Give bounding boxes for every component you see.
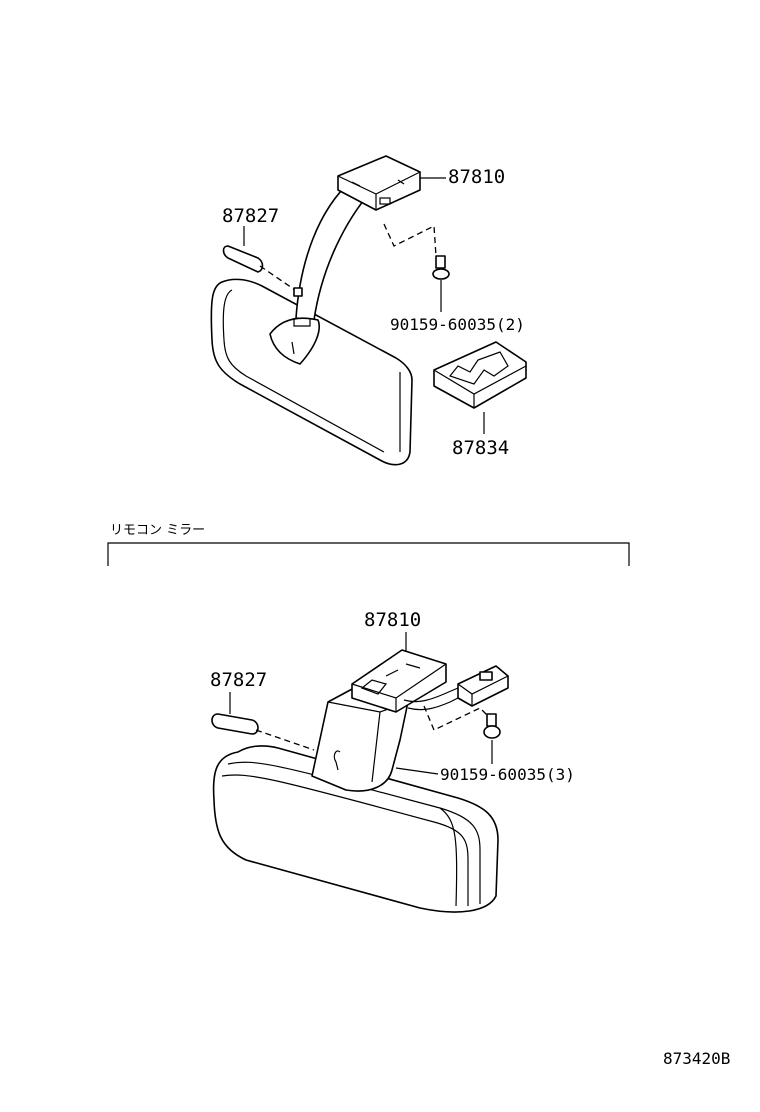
section-header: リモコン ミラー [107, 523, 630, 566]
top-label-bracket: 87834 [452, 437, 509, 459]
top-assembly: 87810 90159-60035(2) 87827 87834 [210, 155, 527, 466]
figure-code: 873420B [663, 1049, 730, 1068]
top-mirror-body [210, 278, 413, 466]
top-label-cover: 87827 [222, 205, 279, 227]
bottom-screw [483, 713, 501, 764]
section-title: リモコン ミラー [110, 523, 205, 538]
top-label-mirror: 87810 [448, 166, 505, 188]
bottom-wire-connector [403, 665, 509, 711]
bottom-mirror-body [212, 745, 499, 913]
top-label-screw: 90159-60035(2) [390, 315, 525, 334]
bottom-cover [211, 692, 315, 751]
top-mirror-mount-block [337, 155, 421, 211]
top-bracket [433, 341, 527, 434]
bottom-label-cover: 87827 [210, 669, 267, 691]
bottom-assembly: 87810 90159-60035(3) 87827 [210, 609, 575, 913]
bottom-label-mirror: 87810 [364, 609, 421, 631]
bottom-label-screw: 90159-60035(3) [440, 765, 575, 784]
bottom-mirror-mount-block [351, 649, 447, 713]
top-screw [432, 255, 450, 312]
top-cover [222, 226, 303, 297]
